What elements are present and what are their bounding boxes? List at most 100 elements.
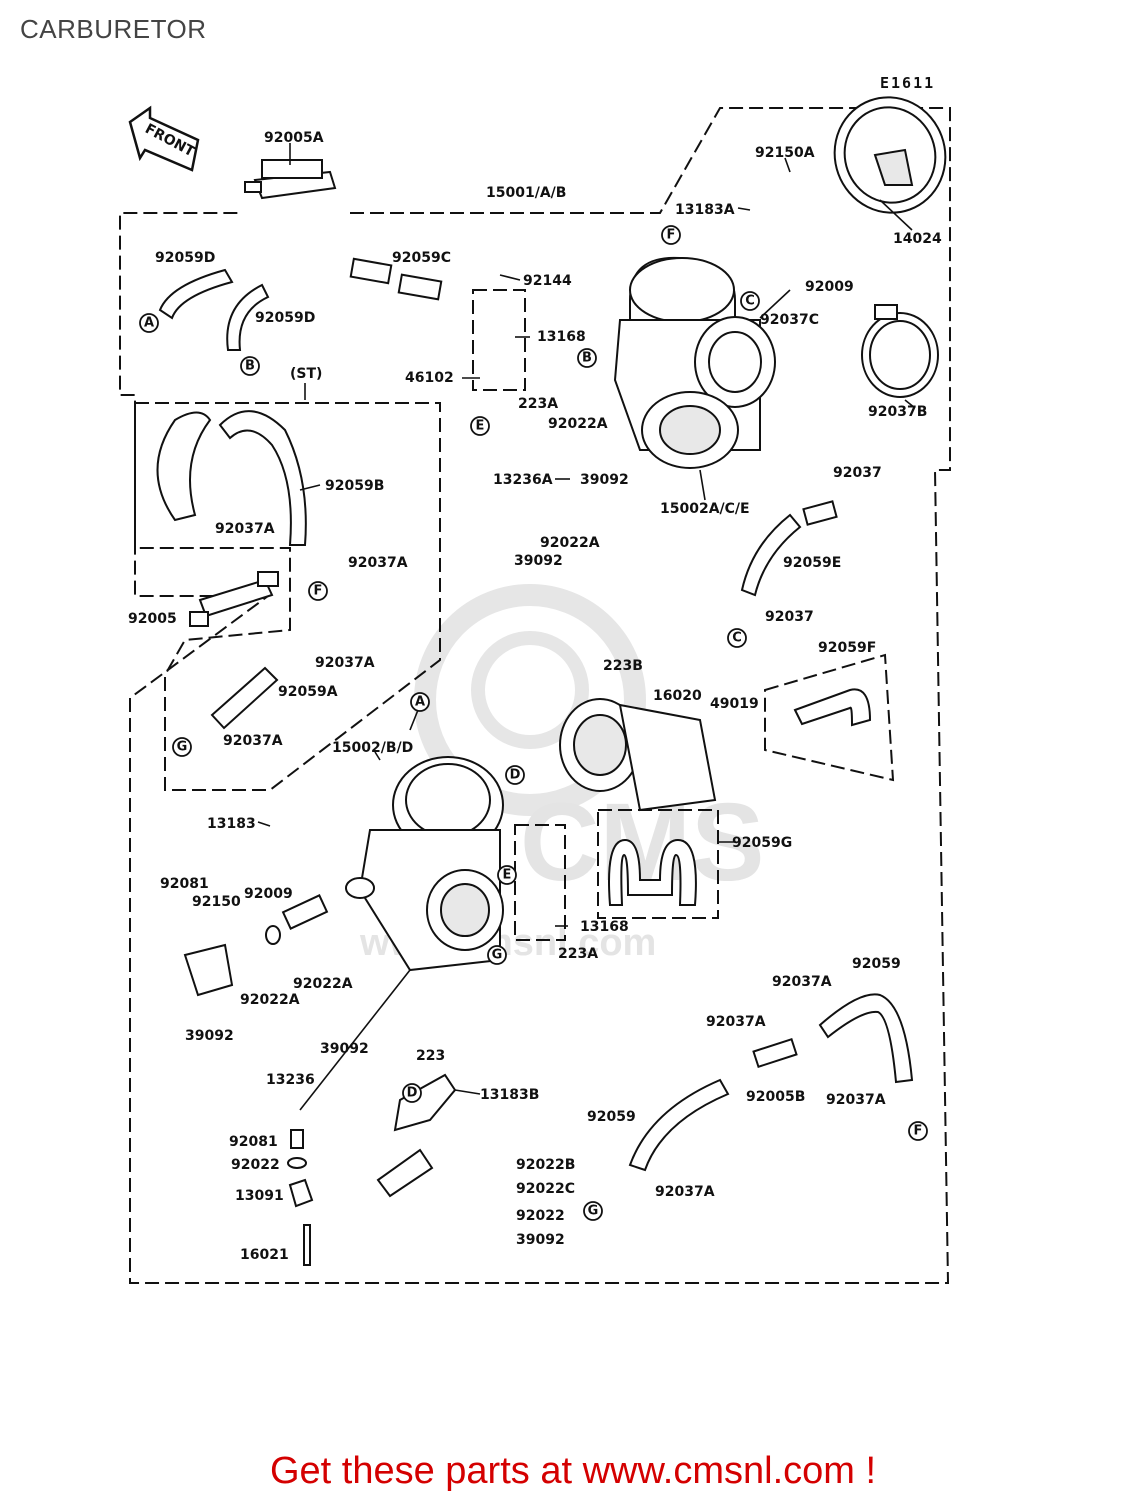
coasting-enricher-16020 [559, 698, 717, 812]
label-15002-b-d: 15002/B/D [332, 740, 413, 756]
circle-markers: A B F C B E F C G A D E G D F G [139, 225, 928, 1221]
label-92059g: 92059G [732, 835, 792, 851]
page-title: CARBURETOR [20, 14, 207, 44]
hose-92059f [793, 688, 872, 727]
label-39092-upper: 39092 [580, 472, 629, 488]
hose-92059a [210, 666, 279, 730]
label-92022-right: 92022 [516, 1208, 565, 1224]
label-92037a-right-mid: 92037A [706, 1014, 766, 1030]
hose-92059b-left [156, 411, 212, 522]
label-92081-lower: 92081 [229, 1134, 278, 1150]
svg-text:C: C [732, 631, 742, 646]
lower-carburetor-body [345, 756, 504, 972]
svg-text:F: F [914, 1124, 923, 1139]
marker-g-st: G [172, 737, 192, 757]
label-223b: 223B [603, 658, 643, 674]
choke-knob [376, 1148, 434, 1198]
label-39092-lower-right: 39092 [320, 1041, 369, 1057]
label-92059-lower: 92059 [587, 1109, 636, 1125]
hose-92059b-right [218, 410, 307, 546]
label-13183a: 13183A [675, 202, 735, 218]
bracket-13183b [393, 1073, 457, 1132]
13168-upper-box [472, 289, 526, 391]
hose-92059-lower [628, 1078, 730, 1172]
92059f-box [764, 653, 895, 782]
fuel-tee-92005a [244, 159, 337, 200]
svg-text:F: F [314, 584, 323, 599]
svg-text:D: D [510, 768, 521, 783]
label-92005a: 92005A [264, 130, 324, 146]
label-92037-upper: 92037 [833, 465, 882, 481]
label-223a-lower: 223A [558, 946, 598, 962]
label-92037-mid: 92037 [765, 609, 814, 625]
92059g-box [597, 809, 719, 919]
label-92150a: 92150A [755, 145, 815, 161]
marker-d-bottom: D [402, 1083, 422, 1103]
label-39092-bottom: 39092 [516, 1232, 565, 1248]
marker-f-bottom: F [908, 1121, 928, 1141]
label-92037c: 92037C [760, 312, 819, 328]
label-92059b: 92059B [325, 478, 384, 494]
label-39092-lower-left: 39092 [185, 1028, 234, 1044]
washer-92022 [287, 1157, 307, 1169]
label-92022c: 92022C [516, 1181, 575, 1197]
hose-92059c-b [397, 273, 443, 301]
marker-d-lower: D [505, 765, 525, 785]
label-15001-a-b: 15001/A/B [486, 185, 566, 201]
hose-92059d-b [226, 283, 270, 351]
13168-lower-box [514, 824, 566, 941]
clamp-92037b [861, 304, 939, 398]
label-92005b: 92005B [746, 1089, 805, 1105]
throttle-stop-screw-housing [183, 943, 234, 997]
label-223a-upper: 223A [518, 396, 558, 412]
label-92037a-st-bottom: 92037A [223, 733, 283, 749]
marker-e-lower: E [497, 865, 517, 885]
marker-a-lower: A [410, 692, 430, 712]
air-cleaner-cover-14024 [833, 96, 947, 214]
label-92059d-upper: 92059D [155, 250, 215, 266]
label-92037a-right-low: 92037A [826, 1092, 886, 1108]
svg-text:B: B [245, 359, 255, 374]
marker-g-bottom: G [583, 1201, 603, 1221]
label-92005: 92005 [128, 611, 177, 627]
label-92009-upper: 92009 [805, 279, 854, 295]
hose-92059e-short [802, 500, 838, 526]
label-92037a-right-top: 92037A [772, 974, 832, 990]
label-46102: 46102 [405, 370, 454, 386]
svg-text:G: G [177, 740, 188, 755]
svg-text:D: D [407, 1086, 418, 1101]
label-14024: 14024 [893, 231, 942, 247]
label-92009-lower: 92009 [244, 886, 293, 902]
label-223: 223 [416, 1048, 445, 1064]
svg-text:E: E [476, 419, 485, 434]
label-49019: 49019 [710, 696, 759, 712]
label-13168-upper: 13168 [537, 329, 586, 345]
figure-code: E1611 [880, 74, 936, 92]
label-92037a-st-top: 92037A [215, 521, 275, 537]
label-92059a: 92059A [278, 684, 338, 700]
carburetor-exploded-diagram: CMS www.cmsnl.com FRONT [119, 96, 951, 1284]
footer-link-text[interactable]: Get these parts at www.cmsnl.com ! [269, 1450, 877, 1492]
label-39092-mid: 39092 [514, 553, 563, 569]
marker-g-lower: G [487, 945, 507, 965]
label-92059e: 92059E [783, 555, 841, 571]
label-15002a-c-e: 15002A/C/E [660, 501, 750, 517]
label-92081-upper: 92081 [160, 876, 209, 892]
svg-text:G: G [492, 948, 503, 963]
label-13183b: 13183B [480, 1087, 539, 1103]
assembly-boundary [119, 107, 951, 1284]
hose-92059d-a [158, 268, 234, 320]
svg-text:A: A [415, 695, 425, 710]
marker-f-mid: F [308, 581, 328, 601]
hose-92059e [740, 513, 802, 597]
svg-text:C: C [745, 294, 755, 309]
label-92022a-lower-left: 92022A [240, 992, 300, 1008]
label-92059c: 92059C [392, 250, 451, 266]
marker-c-upper: C [740, 291, 760, 311]
upper-carburetor-body [613, 256, 776, 469]
label-92037a-st-mid: 92037A [348, 555, 408, 571]
svg-text:G: G [588, 1204, 599, 1219]
label-13236: 13236 [266, 1072, 315, 1088]
svg-text:F: F [667, 228, 676, 243]
part-number-labels: 92005A 15001/A/B 92150A 13183A 14024 920… [128, 130, 942, 1263]
